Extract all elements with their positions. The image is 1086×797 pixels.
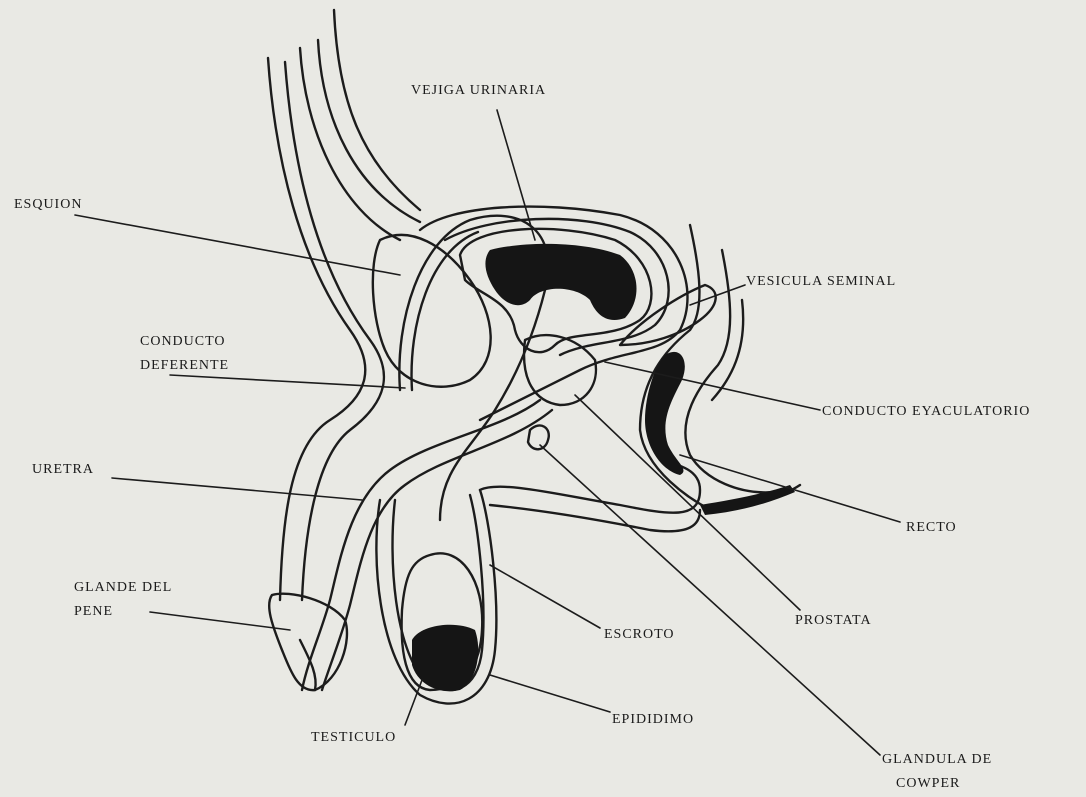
rectum-dark (645, 352, 685, 475)
leader-conducto-eyaculatorio (605, 362, 820, 410)
label-uretra: URETRA (32, 461, 94, 479)
label-recto: RECTO (906, 519, 957, 537)
cowper-gland-shape (528, 425, 549, 449)
label-escroto: ESCROTO (604, 626, 675, 644)
label-glandula-cowper-line1: GLANDULA DE (882, 751, 992, 769)
rectum-wall (712, 300, 743, 400)
leader-escroto (490, 565, 600, 628)
leader-uretra (112, 478, 362, 500)
vas-deferens-2 (412, 232, 478, 390)
label-prostata: PROSTATA (795, 612, 872, 630)
scrotum-fold-2 (490, 505, 700, 531)
label-vesicula-seminal: VESICULA SEMINAL (746, 273, 896, 291)
label-glandula-cowper-line2: COWPER (896, 775, 960, 793)
label-esquion: ESQUION (14, 196, 82, 214)
label-conducto-deferente-line2: DEFERENTE (140, 357, 229, 375)
abdominal-wall-inner (285, 62, 384, 600)
skin-line-3 (334, 10, 420, 210)
label-testiculo: TESTICULO (311, 729, 396, 747)
label-conducto-deferente-line1: CONDUCTO (140, 333, 226, 351)
leader-epididimo (490, 675, 610, 712)
glans-shape (269, 594, 347, 690)
leader-esquion (75, 215, 400, 275)
bladder-lumen-dark (485, 244, 636, 320)
label-glande-line1: GLANDE DEL (74, 579, 172, 597)
label-epididimo: EPIDIDIMO (612, 711, 694, 729)
label-conducto-eyaculatorio: CONDUCTO EYACULATORIO (822, 403, 1030, 421)
leader-cowper (540, 445, 880, 755)
rectum-dark-2 (700, 485, 795, 515)
label-glande-line2: PENE (74, 603, 113, 621)
abdominal-wall-outer (268, 58, 365, 600)
skin-line-1 (300, 48, 400, 240)
label-vejiga-urinaria: VEJIGA URINARIA (411, 82, 546, 100)
leader-conducto-deferente (170, 375, 405, 388)
ischium-shape (373, 235, 491, 387)
